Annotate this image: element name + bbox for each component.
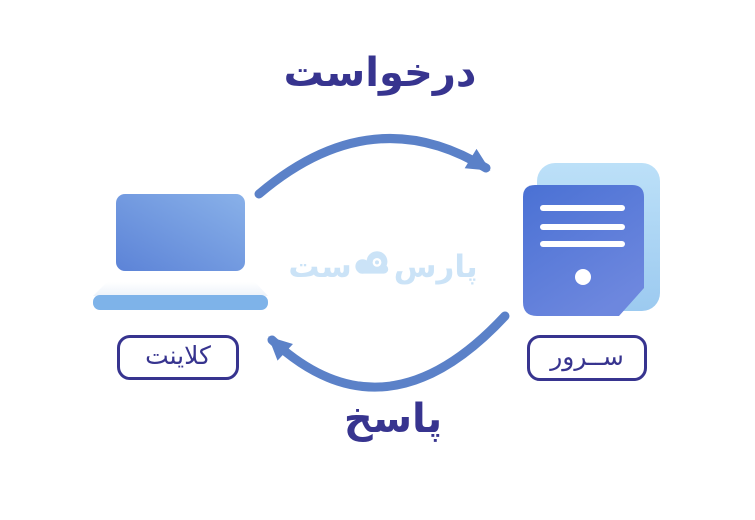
laptop-base — [93, 295, 268, 310]
laptop-screen — [116, 194, 245, 271]
server-slot-line — [540, 224, 625, 230]
server-front-panel — [523, 185, 644, 316]
laptop-deck — [93, 282, 268, 296]
cloud-icon — [351, 248, 395, 280]
server-label-text: ســرور — [550, 341, 624, 371]
watermark-parshost: پارس ست — [288, 240, 477, 294]
watermark-text-left: ست — [288, 249, 352, 285]
server-slot-line — [540, 241, 625, 247]
watermark-text-right: پارس — [393, 249, 478, 285]
request-label: درخواست — [283, 50, 477, 96]
laptop-icon — [93, 194, 268, 310]
response-label: پاسخ — [343, 396, 443, 442]
client-label: کلاینت — [117, 335, 239, 380]
client-label-text: کلاینت — [145, 341, 211, 370]
server-power-dot — [575, 269, 591, 285]
server-slot-line — [540, 205, 625, 211]
server-icon — [523, 163, 660, 316]
server-label: ســرور — [527, 335, 647, 381]
